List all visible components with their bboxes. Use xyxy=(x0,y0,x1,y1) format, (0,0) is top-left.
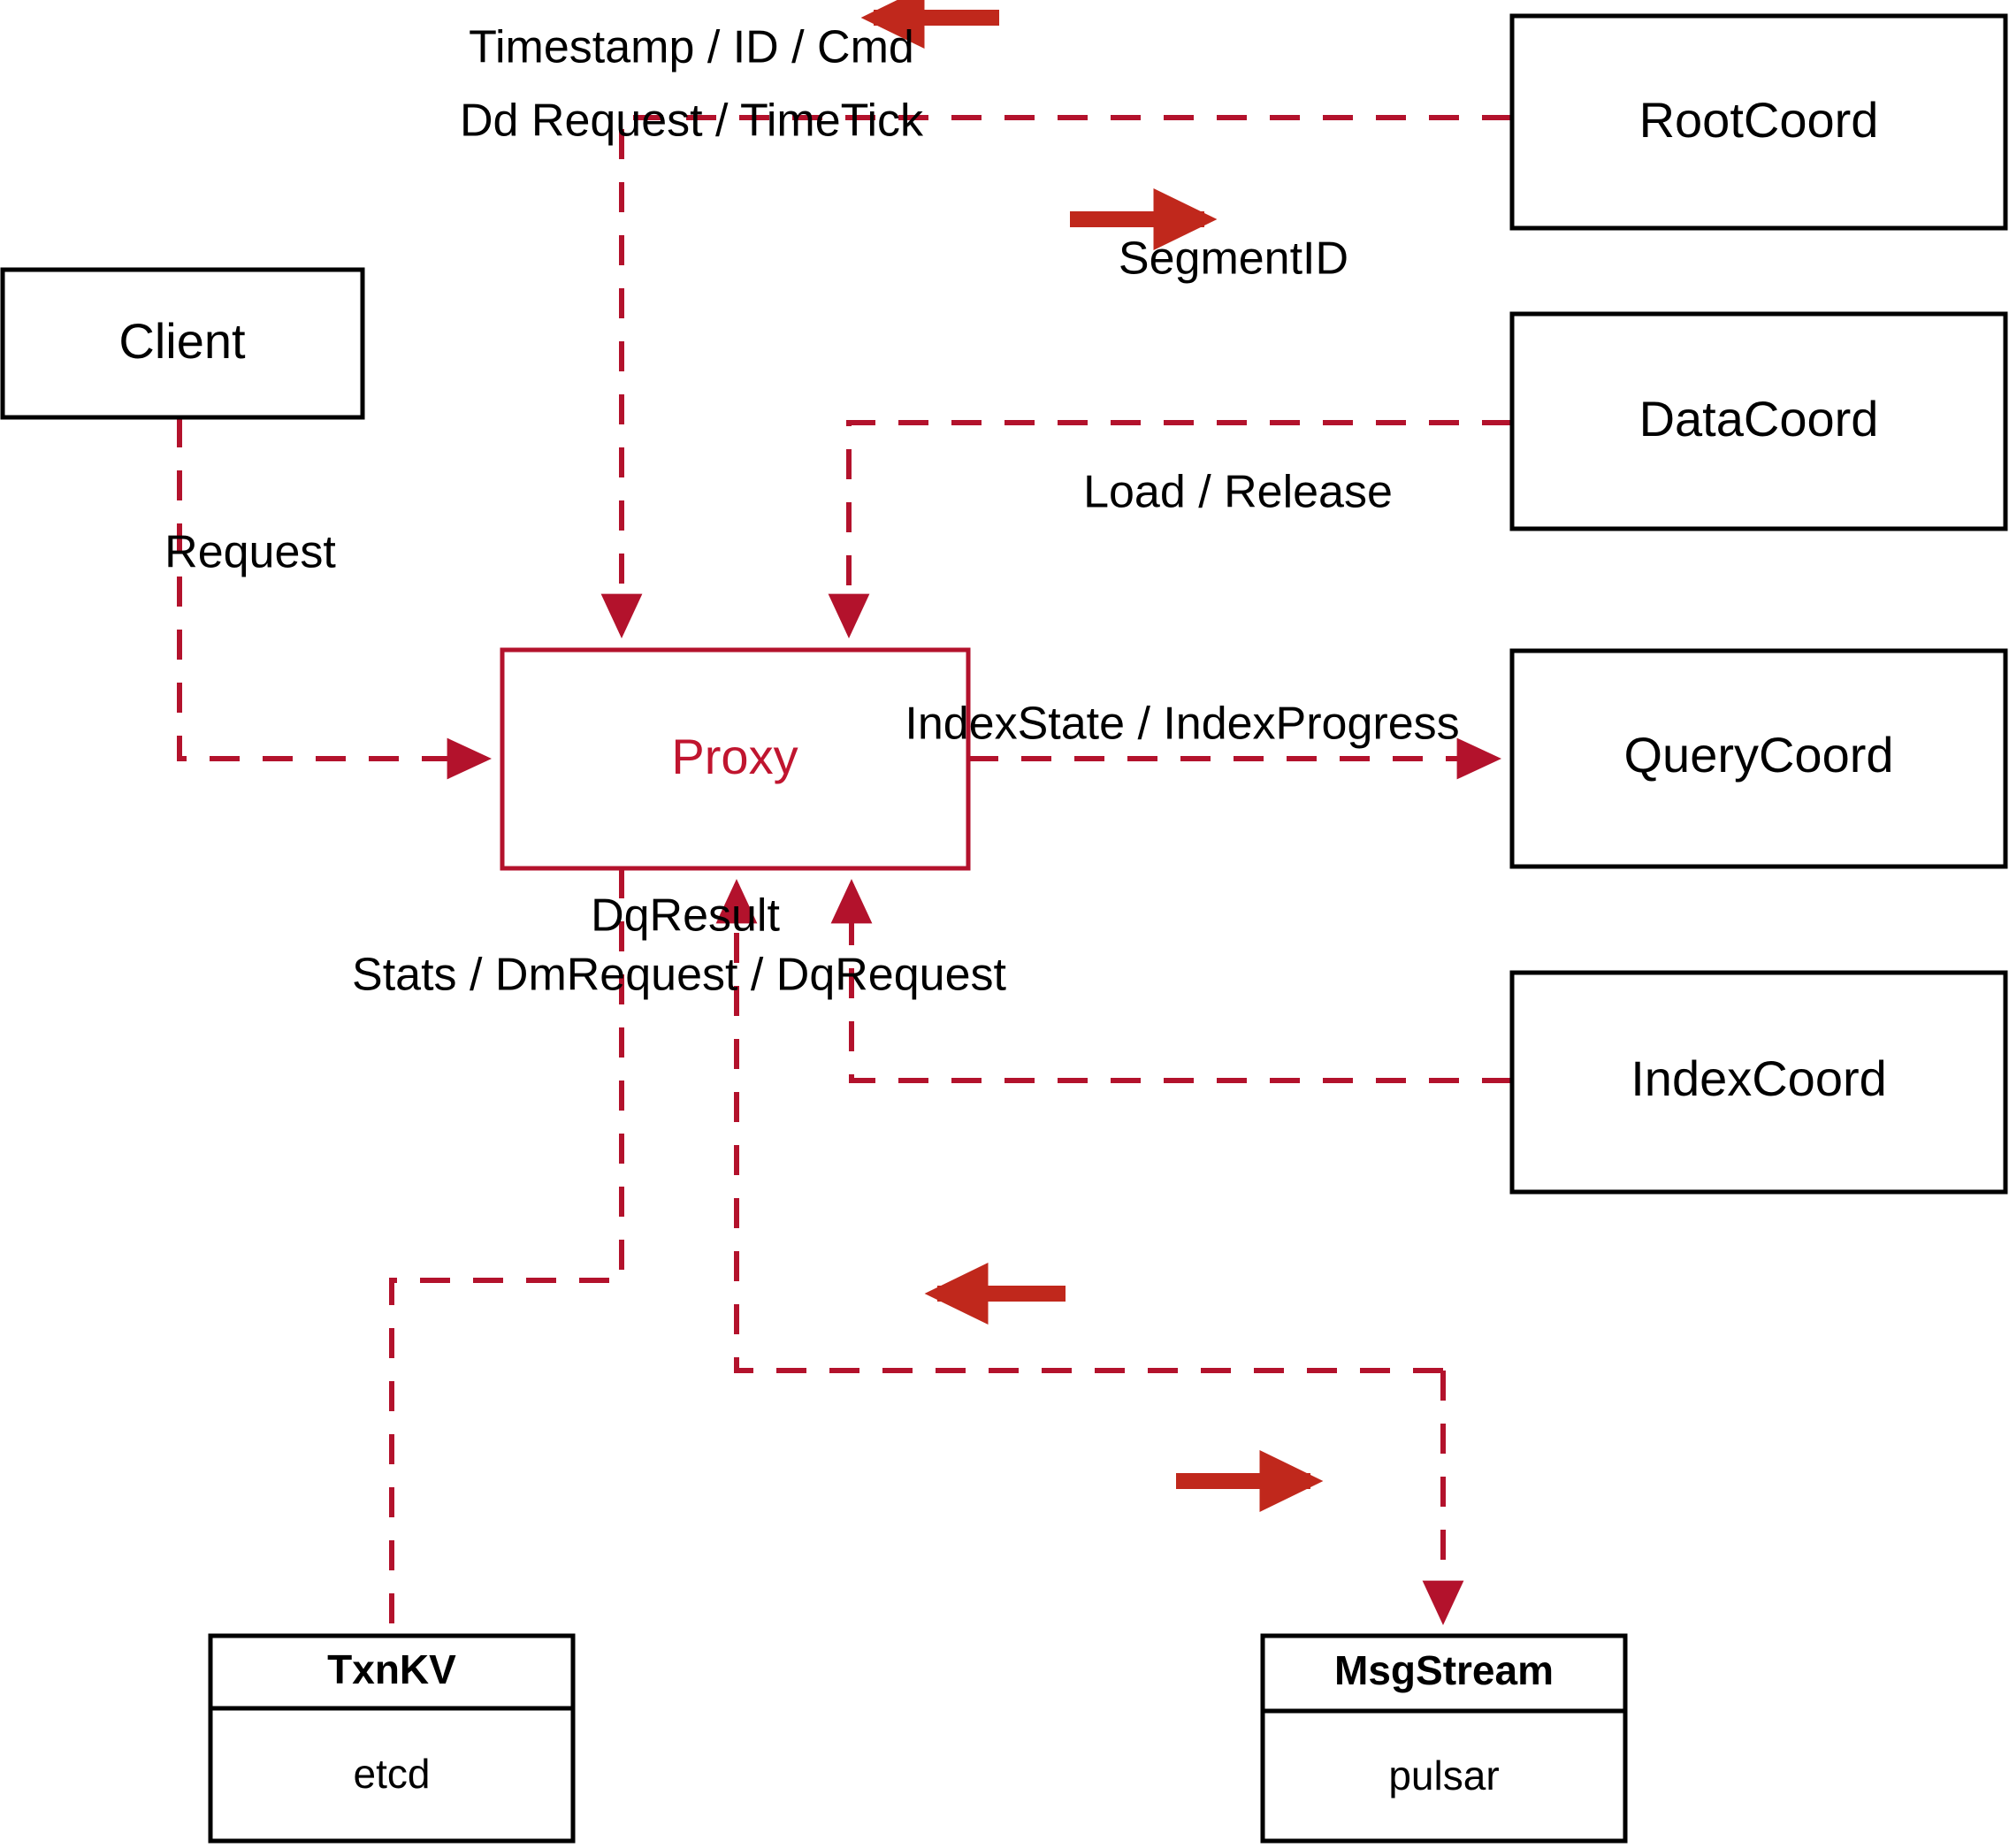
node-txnkv-header: TxnKV xyxy=(327,1646,456,1692)
node-indexcoord[interactable]: IndexCoord xyxy=(1509,970,2008,1195)
node-proxy[interactable]: Proxy xyxy=(500,647,971,871)
node-proxy-label: Proxy xyxy=(671,729,798,784)
node-querycoord-label: QueryCoord xyxy=(1623,727,1893,783)
flow-datacoord-to-proxy xyxy=(828,420,1512,638)
flow-msgstream-to-proxy xyxy=(715,879,1443,1373)
edge-label-segmentid: SegmentID xyxy=(1119,233,1348,285)
edge-label-stats-dm-dq: Stats / DmRequest / DqRequest xyxy=(352,950,1006,1001)
node-msgstream-body: pulsar xyxy=(1388,1753,1499,1798)
flow-proxy-to-txnkv xyxy=(389,868,624,1631)
node-client[interactable]: Client xyxy=(0,267,365,420)
edge-label-dd-request-timetick: Dd Request / TimeTick xyxy=(460,95,924,147)
flow-client-to-proxy xyxy=(177,417,492,780)
edge-label-dqresult: DqResult xyxy=(591,890,780,942)
flow-rootcoord-to-proxy xyxy=(600,115,1512,638)
node-txnkv-body: etcd xyxy=(354,1751,431,1797)
node-indexcoord-label: IndexCoord xyxy=(1631,1050,1887,1106)
node-datacoord-label: DataCoord xyxy=(1639,391,1879,447)
node-txnkv[interactable]: TxnKV etcd xyxy=(208,1633,576,1844)
edge-label-indexstate: IndexState / IndexProgress xyxy=(905,699,1459,750)
node-msgstream-header: MsgStream xyxy=(1334,1647,1554,1693)
node-rootcoord[interactable]: RootCoord xyxy=(1509,13,2008,231)
edge-label-load-release: Load / Release xyxy=(1083,467,1393,518)
node-client-label: Client xyxy=(118,313,246,369)
node-msgstream[interactable]: MsgStream pulsar xyxy=(1260,1633,1628,1844)
node-rootcoord-label: RootCoord xyxy=(1639,92,1879,148)
edge-label-timestamp-id-cmd: Timestamp / ID / Cmd xyxy=(469,22,914,73)
node-datacoord[interactable]: DataCoord xyxy=(1509,311,2008,531)
node-querycoord[interactable]: QueryCoord xyxy=(1509,648,2008,869)
flow-indexcoord-to-proxy xyxy=(830,879,1512,1083)
edge-label-request: Request xyxy=(164,527,336,578)
